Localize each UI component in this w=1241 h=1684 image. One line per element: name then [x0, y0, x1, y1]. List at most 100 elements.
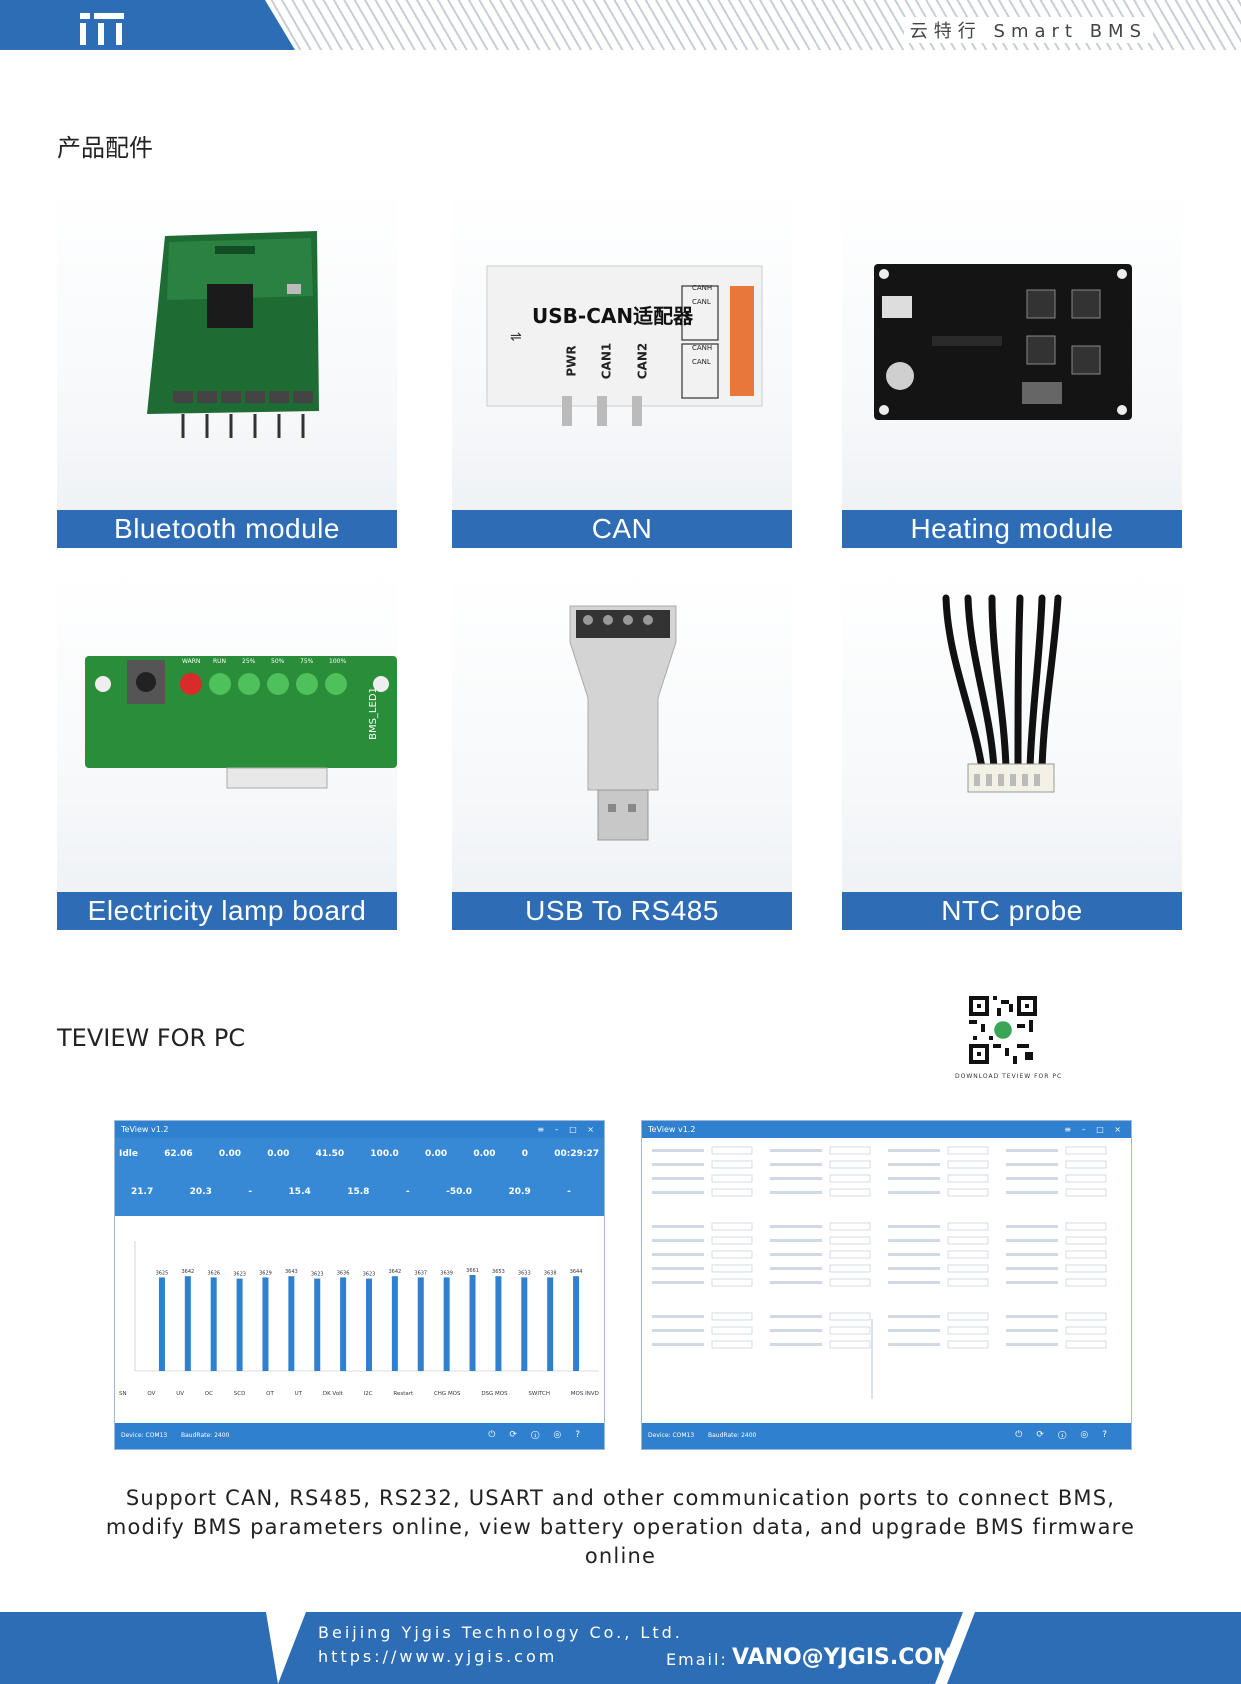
teview-title: TEVIEW FOR PC	[57, 1024, 246, 1052]
param-field[interactable]	[829, 1174, 871, 1183]
status-action-icons[interactable]: ⏻⟳ⓘ◎?	[488, 1430, 594, 1440]
status-action-icons[interactable]: ⏻⟳ⓘ◎?	[1015, 1430, 1121, 1440]
param-field[interactable]	[711, 1222, 753, 1231]
param-label	[770, 1149, 822, 1152]
param-field[interactable]	[711, 1250, 753, 1259]
summary-value: 100.0	[370, 1149, 399, 1159]
window-statusbar: Device: COM13 BaudRate: 2400 ⏻⟳ⓘ◎?	[115, 1423, 604, 1449]
param-field[interactable]	[711, 1236, 753, 1245]
param-label	[1006, 1267, 1058, 1270]
param-label	[1006, 1149, 1058, 1152]
param-label	[770, 1315, 822, 1318]
cell-voltage-label: 3626	[207, 1270, 220, 1276]
device-select[interactable]: Device: COM13	[648, 1432, 695, 1439]
product-label: CAN	[452, 510, 792, 548]
param-field[interactable]	[947, 1326, 989, 1335]
window-title: TeView v1.2	[121, 1125, 169, 1134]
window-statusbar: Device: COM13 BaudRate: 2400 ⏻⟳ⓘ◎?	[642, 1423, 1131, 1449]
protection-flag: UV	[176, 1391, 184, 1397]
param-field[interactable]	[711, 1160, 753, 1169]
cell-voltage-label: 3623	[233, 1272, 246, 1278]
cell-voltage-label: 3642	[181, 1269, 194, 1275]
param-field[interactable]	[829, 1340, 871, 1349]
summary-value: 0.00	[267, 1149, 290, 1159]
param-field[interactable]	[947, 1340, 989, 1349]
product-card-bluetooth: Bluetooth module	[57, 186, 397, 548]
param-field[interactable]	[1065, 1326, 1107, 1335]
product-card-usb-rs485: USB To RS485	[452, 568, 792, 930]
param-field[interactable]	[829, 1264, 871, 1273]
baud-select[interactable]: BaudRate: 2400	[181, 1432, 230, 1439]
param-field[interactable]	[947, 1312, 989, 1321]
param-field[interactable]	[829, 1146, 871, 1155]
param-label	[652, 1239, 704, 1242]
param-field[interactable]	[947, 1278, 989, 1287]
param-label	[770, 1163, 822, 1166]
company-website[interactable]: https://www.yjgis.com	[318, 1647, 558, 1666]
param-field[interactable]	[711, 1278, 753, 1287]
param-label	[770, 1281, 822, 1284]
ntc-probe-image	[942, 594, 1062, 793]
param-field[interactable]	[947, 1160, 989, 1169]
param-field[interactable]	[829, 1278, 871, 1287]
led-label-25: 25%	[242, 658, 256, 665]
summary-value: 41.50	[315, 1149, 345, 1159]
cell-voltage-label: 3629	[259, 1270, 272, 1276]
can-pin-canl-2: CANL	[692, 358, 711, 366]
param-field[interactable]	[829, 1236, 871, 1245]
param-field[interactable]	[947, 1236, 989, 1245]
param-field[interactable]	[1065, 1340, 1107, 1349]
param-field[interactable]	[829, 1188, 871, 1197]
param-field[interactable]	[947, 1222, 989, 1231]
param-field[interactable]	[1065, 1264, 1107, 1273]
param-field[interactable]	[711, 1188, 753, 1197]
param-label	[652, 1281, 704, 1284]
protection-flag: DSG MOS	[481, 1391, 508, 1397]
can-pin-canh-2: CANH	[692, 344, 713, 352]
param-field[interactable]	[711, 1174, 753, 1183]
cell-voltage-bar	[547, 1277, 554, 1371]
param-field[interactable]	[1065, 1188, 1107, 1197]
param-field[interactable]	[947, 1188, 989, 1197]
param-field[interactable]	[1065, 1174, 1107, 1183]
led-label-75: 75%	[300, 658, 314, 665]
device-select[interactable]: Device: COM13	[121, 1432, 168, 1439]
protection-flag: OT	[266, 1391, 274, 1397]
param-field[interactable]	[1065, 1250, 1107, 1259]
cell-voltage-label: 3625	[156, 1270, 169, 1276]
cell-voltage-bar	[521, 1277, 528, 1371]
cell-voltage-bar	[184, 1276, 191, 1371]
param-field[interactable]	[711, 1326, 753, 1335]
param-field[interactable]	[1065, 1312, 1107, 1321]
param-label	[652, 1191, 704, 1194]
param-label	[888, 1281, 940, 1284]
param-field[interactable]	[947, 1250, 989, 1259]
feature-description: Support CAN, RS485, RS232, USART and oth…	[105, 1486, 1136, 1568]
param-field[interactable]	[829, 1312, 871, 1321]
lamp-board-silk: BMS_LED1	[367, 687, 379, 740]
param-field[interactable]	[711, 1264, 753, 1273]
param-field[interactable]	[947, 1264, 989, 1273]
summary-value: -	[248, 1187, 253, 1197]
param-field[interactable]	[947, 1146, 989, 1155]
param-field[interactable]	[829, 1250, 871, 1259]
cell-voltage-bar	[236, 1278, 243, 1371]
param-field[interactable]	[1065, 1278, 1107, 1287]
param-field[interactable]	[711, 1146, 753, 1155]
baud-select[interactable]: BaudRate: 2400	[708, 1432, 757, 1439]
param-field[interactable]	[1065, 1222, 1107, 1231]
param-field[interactable]	[947, 1174, 989, 1183]
email-address[interactable]: VANO@YJGIS.COM	[732, 1645, 955, 1670]
param-field[interactable]	[711, 1340, 753, 1349]
param-field[interactable]	[1065, 1160, 1107, 1169]
page-header: 云特行 Smart BMS	[0, 0, 1241, 50]
param-field[interactable]	[711, 1312, 753, 1321]
param-label	[888, 1343, 940, 1346]
param-field[interactable]	[829, 1160, 871, 1169]
param-field[interactable]	[1065, 1236, 1107, 1245]
window-titlebar: TeView v1.2 ≡ – □ ×	[642, 1121, 1131, 1138]
param-field[interactable]	[1065, 1146, 1107, 1155]
cell-voltage-bar	[469, 1275, 476, 1371]
param-field[interactable]	[829, 1222, 871, 1231]
param-field[interactable]	[829, 1326, 871, 1335]
